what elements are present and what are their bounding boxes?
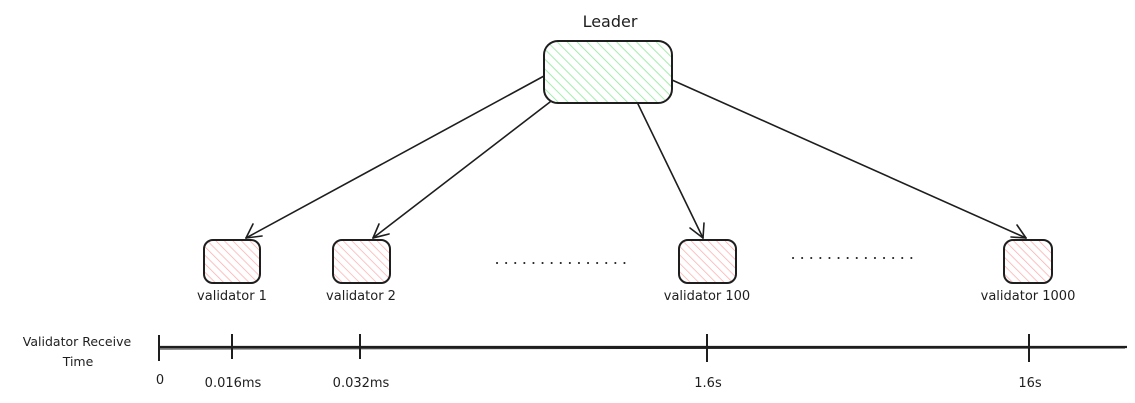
validator-box xyxy=(332,239,391,284)
validator-node-1000: validator 1000 xyxy=(981,239,1076,304)
timeline-title-line1: Validator Receive xyxy=(23,334,132,349)
tick-label: 1.6s xyxy=(694,376,722,391)
validator-node-100: validator 100 xyxy=(664,239,750,304)
leader-box xyxy=(543,40,673,104)
arrow-to-validator-100 xyxy=(637,103,705,239)
arrow-to-validator-1000 xyxy=(671,79,1027,239)
leader-node: Leader xyxy=(543,12,673,104)
arrow-to-validator-2 xyxy=(372,101,551,239)
timeline-line-sketch xyxy=(159,347,1126,350)
timeline-title-line2: Time xyxy=(62,354,94,369)
tick-label: 0.016ms xyxy=(205,376,262,391)
validator-node-1: validator 1 xyxy=(197,239,267,304)
validator-label: validator 1 xyxy=(197,289,267,304)
validator-box xyxy=(678,239,737,284)
tick-label: 0 xyxy=(156,373,164,388)
tick-label: 0.032ms xyxy=(333,376,390,391)
validator-node-2: validator 2 xyxy=(326,239,396,304)
leader-label: Leader xyxy=(583,12,638,31)
validator-label: validator 100 xyxy=(664,289,750,304)
validator-label: validator 1000 xyxy=(981,289,1076,304)
validator-box xyxy=(1003,239,1053,284)
ellipsis-dots xyxy=(496,257,920,264)
validator-box xyxy=(203,239,261,284)
arrow-to-validator-1 xyxy=(245,75,545,239)
tick-label: 16s xyxy=(1018,376,1042,391)
timeline-axis: Validator Receive Time 0 0.016ms 0.032ms… xyxy=(23,334,1127,391)
broadcast-arrows xyxy=(245,75,1027,239)
validator-label: validator 2 xyxy=(326,289,396,304)
